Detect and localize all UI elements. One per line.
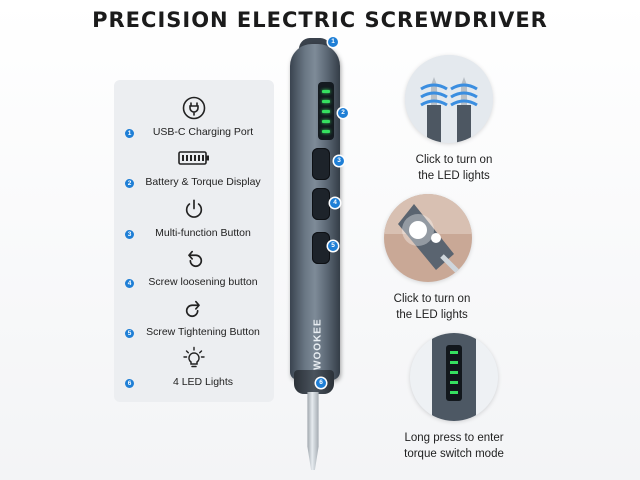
lightbulb-icon bbox=[182, 346, 206, 370]
feature-screw-loosening-button: 4 Screw loosening button bbox=[114, 246, 274, 296]
phillips-bit bbox=[307, 392, 319, 470]
caption-line: the LED lights bbox=[418, 170, 490, 182]
feature-multi-function-button: 3 Multi-function Button bbox=[114, 197, 274, 247]
callout-2: 2 bbox=[338, 108, 348, 118]
feature-label: USB-C Charging Port bbox=[152, 126, 254, 138]
screw-tightening-button bbox=[312, 232, 330, 264]
feature-label: Battery & Torque Display bbox=[145, 176, 261, 188]
power-icon bbox=[182, 197, 206, 221]
callout-3: 3 bbox=[334, 156, 344, 166]
caption-led-lights: Click to turn on the LED lights bbox=[376, 291, 488, 323]
callout-5: 5 bbox=[328, 241, 338, 251]
feature-number: 4 bbox=[125, 279, 134, 288]
rotate-right-icon bbox=[182, 296, 206, 320]
display-led-bar bbox=[322, 90, 330, 93]
feature-number: 5 bbox=[125, 329, 134, 338]
torque-display-detail-image bbox=[410, 333, 498, 421]
display-led-bar bbox=[322, 130, 330, 133]
callout-6: 6 bbox=[316, 378, 326, 388]
callout-4: 4 bbox=[330, 198, 340, 208]
caption-line: Click to turn on bbox=[393, 293, 471, 305]
caption-torque-mode: Long press to enter torque switch mode bbox=[391, 430, 517, 462]
battery-icon bbox=[178, 146, 210, 170]
callout-1: 1 bbox=[328, 37, 338, 47]
feature-number: 3 bbox=[125, 230, 134, 239]
caption-rotation: Click to turn on the LED lights bbox=[398, 152, 510, 184]
display-led-bar bbox=[322, 120, 330, 123]
led-lights-detail-image bbox=[384, 194, 472, 282]
bit-collar bbox=[294, 370, 334, 394]
feature-number: 6 bbox=[125, 379, 134, 388]
feature-label: 4 LED Lights bbox=[172, 376, 234, 388]
feature-label: Multi-function Button bbox=[155, 227, 251, 239]
display-led-bar bbox=[322, 100, 330, 103]
feature-usb-c-charging-port: 1 USB-C Charging Port bbox=[114, 96, 274, 146]
display-led-bar bbox=[322, 110, 330, 113]
caption-line: Click to turn on bbox=[415, 154, 493, 166]
rotate-left-icon bbox=[182, 246, 206, 270]
feature-screw-tightening-button: 5 Screw Tightening Button bbox=[114, 296, 274, 346]
feature-label: Screw Tightening Button bbox=[146, 326, 260, 338]
rotation-detail-image bbox=[405, 55, 493, 143]
caption-line: the LED lights bbox=[396, 309, 468, 321]
caption-line: Long press to enter bbox=[404, 432, 504, 444]
feature-led-lights: 6 4 LED Lights bbox=[114, 346, 274, 396]
screw-loosening-button bbox=[312, 188, 330, 220]
feature-battery-torque-display: 2 Battery & Torque Display bbox=[114, 146, 274, 196]
feature-number: 2 bbox=[125, 179, 134, 188]
feature-number: 1 bbox=[125, 129, 134, 138]
feature-label: Screw loosening button bbox=[148, 276, 258, 288]
multi-function-button bbox=[312, 148, 330, 180]
caption-line: torque switch mode bbox=[404, 448, 504, 460]
page-title: PRECISION ELECTRIC SCREWDRIVER bbox=[92, 8, 548, 32]
usb-c-plug-icon bbox=[182, 96, 206, 120]
